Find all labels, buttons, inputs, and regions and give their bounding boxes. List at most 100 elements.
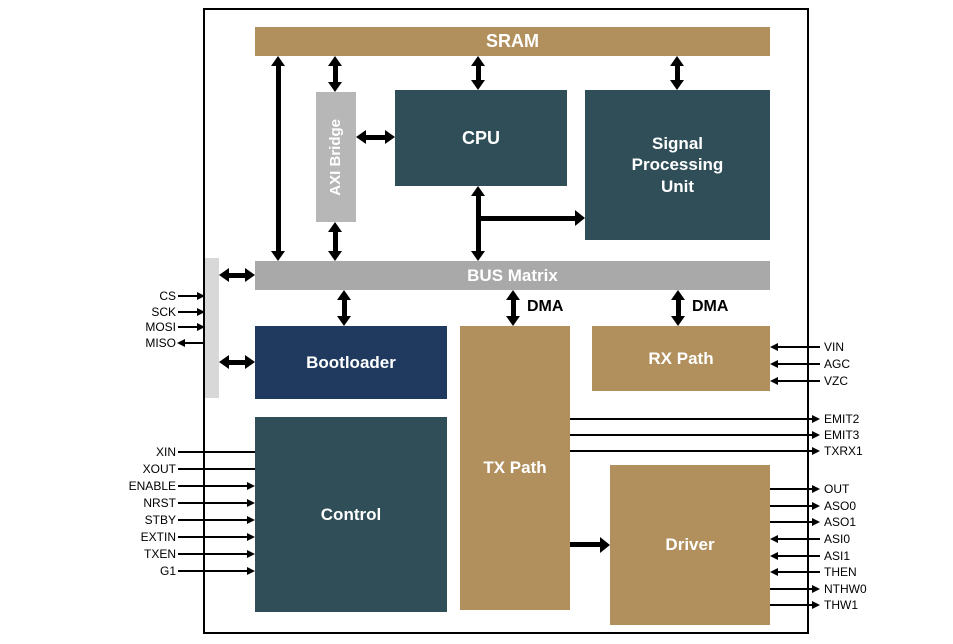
pin-label-emit3: EMIT3 [824, 428, 860, 442]
arrow-bus-matrix-bootloader [337, 290, 351, 326]
block-driver-label: Driver [665, 535, 715, 555]
pin-line-agc [778, 363, 820, 365]
pin-cs-arrowhead-right-icon [197, 292, 205, 300]
pin-aso1-arrowhead-right-icon [812, 518, 820, 526]
pin-sck-arrowhead-right-icon [197, 308, 205, 316]
block-signal-processing-unit: Signal Processing Unit [585, 90, 770, 240]
pin-label-miso: MISO [145, 336, 176, 350]
pin-txen-arrowhead-right-icon [247, 550, 255, 558]
block-rx-path-label: RX Path [648, 348, 714, 368]
pin-line-aso1 [770, 521, 812, 523]
block-sram: SRAM [255, 27, 770, 56]
pin-nrst-arrowhead-right-icon [247, 499, 255, 507]
pin-label-g1: G1 [159, 564, 176, 578]
arrow-tx-path-driver-line [570, 542, 600, 547]
spi-pin-strip [205, 258, 219, 398]
pin-line-aso0 [770, 505, 812, 507]
pin-asi0-arrowhead-left-icon [770, 535, 778, 543]
pin-out-arrowhead-right-icon [812, 485, 820, 493]
arrow-sram-spu [670, 56, 684, 90]
pin-line-nrst [178, 502, 247, 504]
pin-extin-arrowhead-right-icon [247, 533, 255, 541]
pin-mosi-arrowhead-right-icon [197, 323, 205, 331]
pin-line-out [770, 488, 812, 490]
pin-line-sck [178, 311, 197, 313]
pin-line-xin [178, 451, 255, 453]
block-sram-label: SRAM [486, 31, 539, 52]
block-bus-matrix-label: BUS Matrix [467, 265, 558, 285]
pin-label-stby: STBY [144, 513, 176, 527]
pin-stby-arrowhead-right-icon [247, 516, 255, 524]
dma-label-rx: DMA [692, 298, 729, 315]
pin-line-emit3 [570, 434, 812, 436]
pin-line-txrx1 [570, 450, 812, 452]
arrow-dma-rx-path [671, 290, 685, 326]
pin-vin-arrowhead-left-icon [770, 343, 778, 351]
block-bootloader: Bootloader [255, 326, 447, 399]
block-rx-path: RX Path [592, 326, 770, 391]
pin-asi1-arrowhead-left-icon [770, 552, 778, 560]
pin-nthw0-arrowhead-right-icon [812, 585, 820, 593]
pin-label-extin: EXTIN [140, 530, 176, 544]
arrow-dma-tx-path [506, 290, 520, 326]
pin-label-sck: SCK [151, 305, 176, 319]
arrow-axi-bridge-bus-matrix [328, 222, 342, 261]
pin-line-nthw0 [770, 588, 812, 590]
pin-label-txen: TXEN [143, 547, 176, 561]
pin-g1-arrowhead-right-icon [247, 567, 255, 575]
pin-vzc-arrowhead-left-icon [770, 377, 778, 385]
pin-enable-arrowhead-right-icon [247, 482, 255, 490]
block-driver: Driver [610, 465, 770, 625]
arrow-tx-path-driver-head-icon [600, 537, 610, 553]
arrow-strip-bus-matrix [219, 268, 255, 282]
pin-line-xout [178, 468, 255, 470]
block-control: Control [255, 417, 447, 612]
pin-label-nrst: NRST [143, 496, 176, 510]
block-tx-path-label: TX Path [483, 458, 547, 478]
pin-line-g1 [178, 570, 247, 572]
pin-txrx1-arrowhead-right-icon [812, 447, 820, 455]
pin-label-aso0: ASO0 [824, 499, 857, 513]
arrow-sram-cpu [471, 56, 485, 90]
arrow-cpu-spu-line [481, 216, 575, 221]
pin-line-cs [178, 295, 197, 297]
pin-label-xin: XIN [155, 445, 176, 459]
pin-label-asi0: ASI0 [824, 532, 851, 546]
pin-label-out: OUT [824, 482, 850, 496]
pin-emit2-arrowhead-right-icon [812, 415, 820, 423]
chip-boundary [203, 8, 809, 634]
pin-label-emit2: EMIT2 [824, 412, 860, 426]
block-bootloader-label: Bootloader [306, 352, 396, 372]
pin-label-xout: XOUT [142, 462, 176, 476]
pin-thw1-arrowhead-right-icon [812, 601, 820, 609]
pin-line-emit2 [570, 418, 812, 420]
pin-line-vin [778, 346, 820, 348]
block-control-label: Control [320, 504, 382, 524]
block-axi-bridge: AXI Bridge [316, 92, 356, 222]
arrow-sram-bus-matrix [271, 56, 285, 261]
pin-line-vzc [778, 380, 820, 382]
pin-line-enable [178, 485, 247, 487]
pin-label-aso1: ASO1 [824, 515, 857, 529]
block-tx-path: TX Path [460, 326, 570, 610]
pin-aso0-arrowhead-right-icon [812, 502, 820, 510]
pin-line-stby [178, 519, 247, 521]
pin-line-asi1 [778, 555, 820, 557]
pin-label-vin: VIN [824, 340, 845, 354]
pin-line-txen [178, 553, 247, 555]
pin-label-nthw0: NTHW0 [824, 582, 867, 596]
block-cpu-label: CPU [461, 127, 500, 148]
pin-line-extin [178, 536, 247, 538]
pin-line-then [778, 571, 820, 573]
pin-agc-arrowhead-left-icon [770, 360, 778, 368]
pin-label-cs: CS [159, 289, 176, 303]
pin-label-mosi: MOSI [145, 320, 176, 334]
pin-label-enable: ENABLE [128, 479, 176, 493]
pin-emit3-arrowhead-right-icon [812, 431, 820, 439]
pin-label-asi1: ASI1 [824, 549, 851, 563]
block-bus-matrix: BUS Matrix [255, 261, 770, 290]
pin-miso-arrowhead-left-icon [177, 339, 185, 347]
dma-label-tx: DMA [527, 298, 564, 315]
pin-label-then: THEN [824, 565, 857, 579]
